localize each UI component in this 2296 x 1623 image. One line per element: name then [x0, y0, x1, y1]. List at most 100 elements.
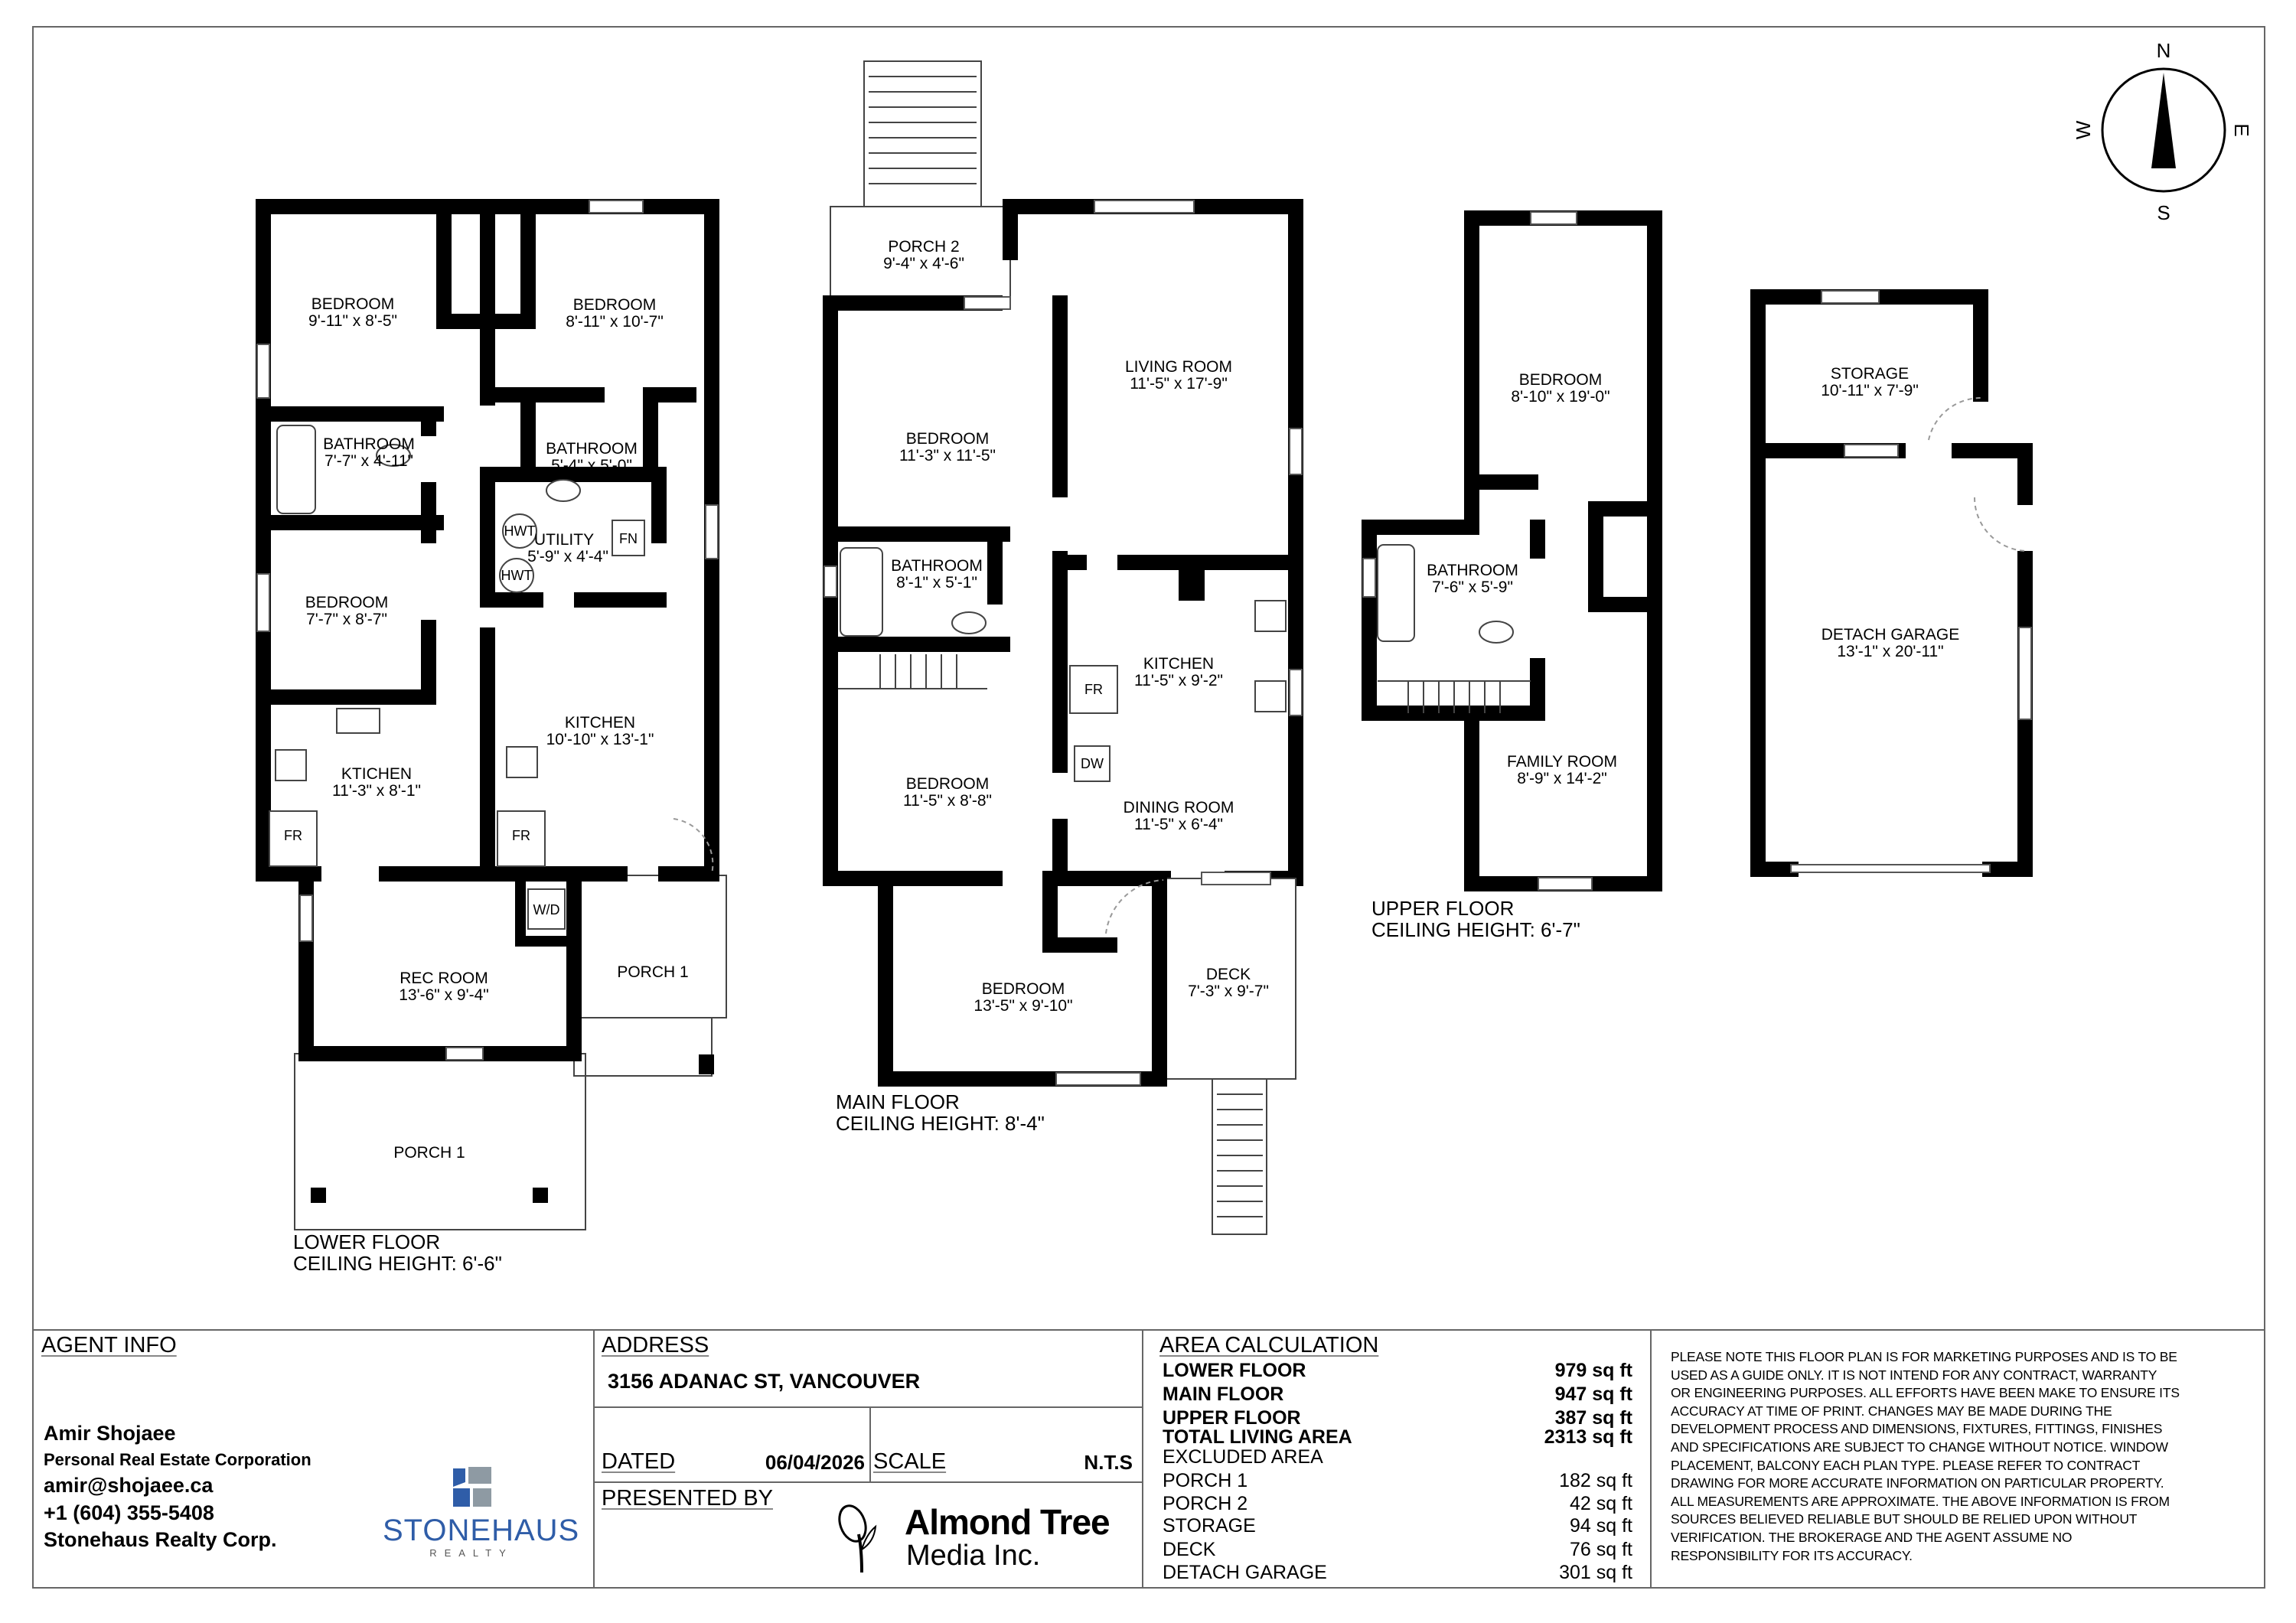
area-label: DETACH GARAGE — [1163, 1562, 1327, 1583]
room-dims: 5'-9" x 4'-4" — [527, 548, 608, 565]
disclaimer-line: AND SPECIFICATIONS ARE SUBJECT TO CHANGE… — [1671, 1439, 2168, 1455]
disclaimer-line: DEVELOPMENT PROCESS AND DIMENSIONS, FIXT… — [1671, 1421, 2163, 1437]
area-value: 979 sq ft — [1554, 1360, 1632, 1381]
detached-garage-plan — [1750, 289, 2033, 877]
agent-info-heading: AGENT INFO — [41, 1333, 177, 1357]
presented-by-label: PRESENTED BY — [602, 1486, 773, 1511]
room-dims: 11'-5" x 9'-2" — [1134, 672, 1223, 689]
area-label: EXCLUDED AREA — [1163, 1446, 1323, 1468]
lower-floor-plan — [256, 199, 727, 1230]
sheet-frame — [32, 26, 2265, 1589]
room-name: BEDROOM — [982, 980, 1065, 998]
area-row: STORAGE 94 sq ft — [1163, 1515, 1632, 1537]
room-dims: 13'-5" x 9'-10" — [974, 997, 1072, 1015]
room-name: BATHROOM — [1427, 562, 1518, 579]
disclaimer-line: ALL MEASUREMENTS ARE APPROXIMATE. THE AB… — [1671, 1493, 2170, 1509]
agent-email[interactable]: amir@shojaee.ca — [44, 1474, 214, 1497]
room-dims: 5'-4" x 5'-0" — [551, 457, 632, 474]
room-name: BEDROOM — [906, 430, 990, 448]
room-dims: 10'-11" x 7'-9" — [1821, 382, 1919, 399]
info-panel — [32, 1329, 2265, 1589]
disclaimer-line: PLEASE NOTE THIS FLOOR PLAN IS FOR MARKE… — [1671, 1349, 2177, 1364]
agent-phone[interactable]: +1 (604) 355-5408 — [44, 1501, 214, 1524]
room-name: BEDROOM — [1519, 371, 1603, 389]
room-name: BEDROOM — [573, 296, 657, 314]
room-dims: 7'-7" x 8'-7" — [306, 611, 387, 628]
divider — [1142, 1329, 1143, 1589]
room-dims: 11'-5" x 8'-8" — [903, 792, 992, 810]
room-name: DINING ROOM — [1124, 799, 1234, 816]
disclaimer-line: ACCURACY AT TIME OF PRINT. CHANGES MAY B… — [1671, 1403, 2112, 1419]
room-name: BEDROOM — [305, 594, 389, 611]
area-heading: AREA CALCULATION — [1159, 1333, 1379, 1357]
agent-title: Personal Real Estate Corporation — [44, 1450, 311, 1469]
room-dims: 8'-1" x 5'-1" — [896, 574, 977, 592]
disclaimer-line: VERIFICATION. THE BROKERAGE AND THE AGEN… — [1671, 1529, 2073, 1545]
room-name: PORCH 1 — [617, 963, 688, 981]
room-name: LIVING ROOM — [1125, 358, 1232, 376]
room-dims: 7'-7" x 4'-11" — [325, 452, 413, 470]
compass: N S E W — [2072, 39, 2253, 224]
divider — [869, 1406, 871, 1481]
room-name: PORCH 2 — [888, 238, 959, 256]
room-name: BATHROOM — [891, 557, 983, 575]
divider — [593, 1481, 1142, 1483]
disclaimer-line: PLACEMENT, BALCONY EACH PLAN TYPE. PLEAS… — [1671, 1457, 2141, 1473]
area-label: STORAGE — [1163, 1515, 1256, 1537]
area-value: 76 sq ft — [1570, 1539, 1632, 1560]
compass-ring — [2101, 67, 2226, 193]
room-dims: 11'-5" x 17'-9" — [1130, 375, 1228, 393]
agent-name: Amir Shojaee — [44, 1422, 176, 1445]
lower-floor-labels: BEDROOM 9'-11" x 8'-5" BEDROOM 8'-11" x … — [284, 295, 689, 1275]
room-dims: 11'-5" x 6'-4" — [1134, 816, 1223, 833]
room-dims: 11'-3" x 8'-1" — [332, 782, 421, 800]
scale-value: N.T.S — [1084, 1451, 1133, 1474]
room-dims: 13'-6" x 9'-4" — [399, 986, 488, 1004]
front-stairs — [863, 60, 982, 207]
area-label: PORCH 2 — [1163, 1493, 1248, 1514]
deck-stairs — [1212, 1078, 1267, 1235]
compass-e: E — [2230, 123, 2253, 136]
area-row: DECK 76 sq ft — [1163, 1539, 1632, 1561]
ceiling-height: CEILING HEIGHT: 8'-4" — [836, 1112, 1045, 1135]
area-value: 947 sq ft — [1554, 1383, 1632, 1405]
upper-floor-plan — [1362, 210, 1662, 891]
area-label: MAIN FLOOR — [1163, 1383, 1284, 1405]
room-name: UTILITY — [534, 531, 594, 549]
stonehaus-mark-icon — [453, 1467, 491, 1507]
almond-tree-logo-line1: Almond Tree — [905, 1502, 1110, 1542]
compass-w: W — [2072, 120, 2095, 139]
floor-title: UPPER FLOOR — [1371, 897, 1514, 920]
room-dims: 9'-4" x 4'-6" — [883, 255, 964, 272]
area-label: DECK — [1163, 1539, 1216, 1560]
agent-company: Stonehaus Realty Corp. — [44, 1528, 277, 1551]
room-name: BATHROOM — [546, 440, 638, 458]
floor-title: MAIN FLOOR — [836, 1090, 960, 1113]
fixture-label: FR — [1084, 682, 1103, 697]
room-name: BEDROOM — [906, 775, 990, 793]
fixture-label: W/D — [533, 902, 560, 917]
area-value: 387 sq ft — [1554, 1407, 1632, 1429]
ceiling-height: CEILING HEIGHT: 6'-6" — [293, 1252, 502, 1275]
room-name: KITCHEN — [1143, 655, 1214, 673]
fixture-label: HWT — [504, 523, 536, 539]
almond-leaf-icon — [838, 1504, 877, 1573]
ceiling-height: CEILING HEIGHT: 6'-7" — [1371, 918, 1580, 941]
area-value: 42 sq ft — [1570, 1493, 1632, 1514]
room-name: BATHROOM — [323, 435, 415, 453]
room-name: REC ROOM — [400, 970, 488, 987]
area-value: 94 sq ft — [1570, 1515, 1632, 1537]
area-row: MAIN FLOOR 947 sq ft — [1163, 1383, 1632, 1406]
disclaimer-line: USED AS A GUIDE ONLY. IT IS NOT INTEND F… — [1671, 1367, 2157, 1383]
stonehaus-logo-sub: REALTY — [429, 1547, 514, 1559]
room-dims: 10'-10" x 13'-1" — [546, 731, 654, 748]
porch-post — [311, 1188, 326, 1203]
room-name: PORCH 1 — [393, 1144, 465, 1162]
room-dims: 7'-3" x 9'-7" — [1188, 983, 1269, 1000]
fixture-label: HWT — [501, 568, 533, 583]
disclaimer-line: DRAWING FOR MORE ACCURATE INFORMATION ON… — [1671, 1475, 2164, 1491]
